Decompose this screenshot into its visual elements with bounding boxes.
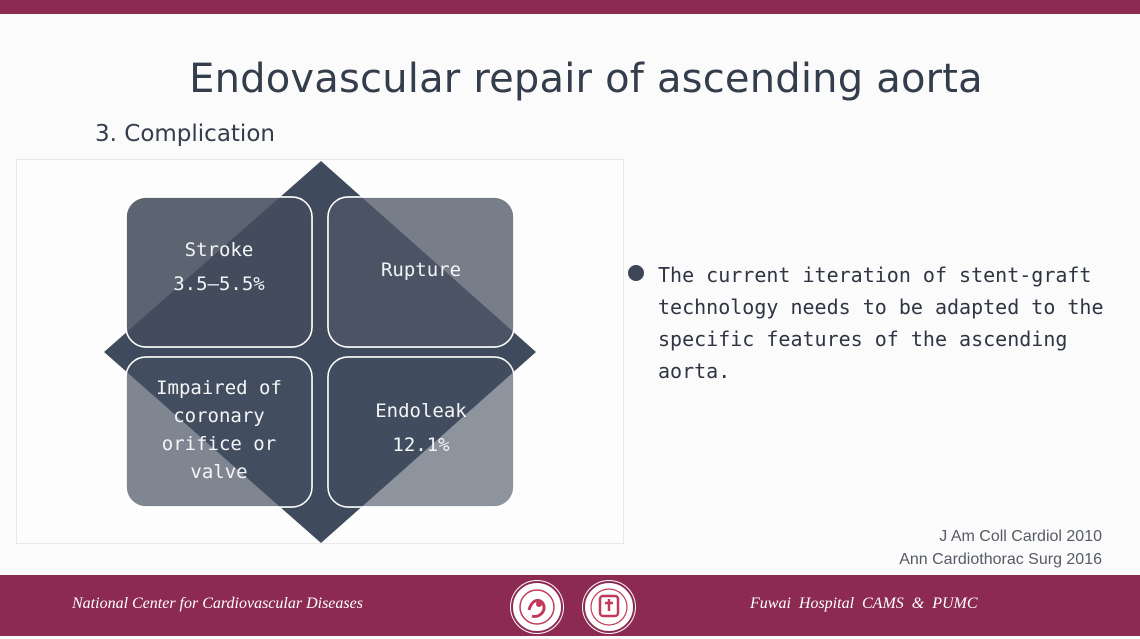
impaired-line-3: orifice or — [161, 433, 277, 455]
footer-right-text: Fuwai Hospital CAMS & PUMC — [750, 595, 978, 612]
complications-diagram: Stroke 3.5–5.5% Rupture Impaired of coro… — [16, 159, 624, 544]
quad-top-left-text: Stroke 3.5–5.5% — [126, 236, 312, 298]
impaired-line-2: coronary — [173, 405, 265, 427]
slide-title: Endovascular repair of ascending aorta — [189, 56, 983, 102]
impaired-line-1: Impaired of — [156, 377, 282, 399]
quad-bottom-right-text: Endoleak 12.1% — [328, 397, 514, 459]
rupture-label: Rupture — [380, 259, 462, 281]
footer-bar: National Center for Cardiovascular Disea… — [0, 575, 1140, 636]
endoleak-value: 12.1% — [392, 434, 450, 456]
stroke-label: Stroke — [184, 239, 254, 261]
fuwai-hospital-logo-icon — [582, 580, 636, 634]
section-subtitle: 3. Complication — [95, 121, 275, 147]
reference-2: Ann Cardiothorac Surg 2016 — [899, 551, 1102, 568]
impaired-line-4: valve — [190, 461, 248, 483]
diagram-shapes — [104, 161, 536, 543]
bullet-text: The current iteration of stent-graft tec… — [658, 263, 1104, 383]
quad-top-right-text: Rupture — [328, 256, 514, 284]
reference-1: J Am Coll Cardiol 2010 — [939, 528, 1102, 545]
national-center-logo-icon — [510, 580, 564, 634]
references: J Am Coll Cardiol 2010 Ann Cardiothorac … — [899, 525, 1102, 571]
top-accent-bar — [0, 0, 1140, 14]
quad-bottom-left-text: Impaired of coronary orifice or valve — [126, 374, 312, 486]
footer-left-text: National Center for Cardiovascular Disea… — [72, 595, 363, 612]
stroke-value: 3.5–5.5% — [173, 273, 265, 295]
bullet-dot-icon — [628, 265, 644, 281]
endoleak-label: Endoleak — [375, 400, 467, 422]
